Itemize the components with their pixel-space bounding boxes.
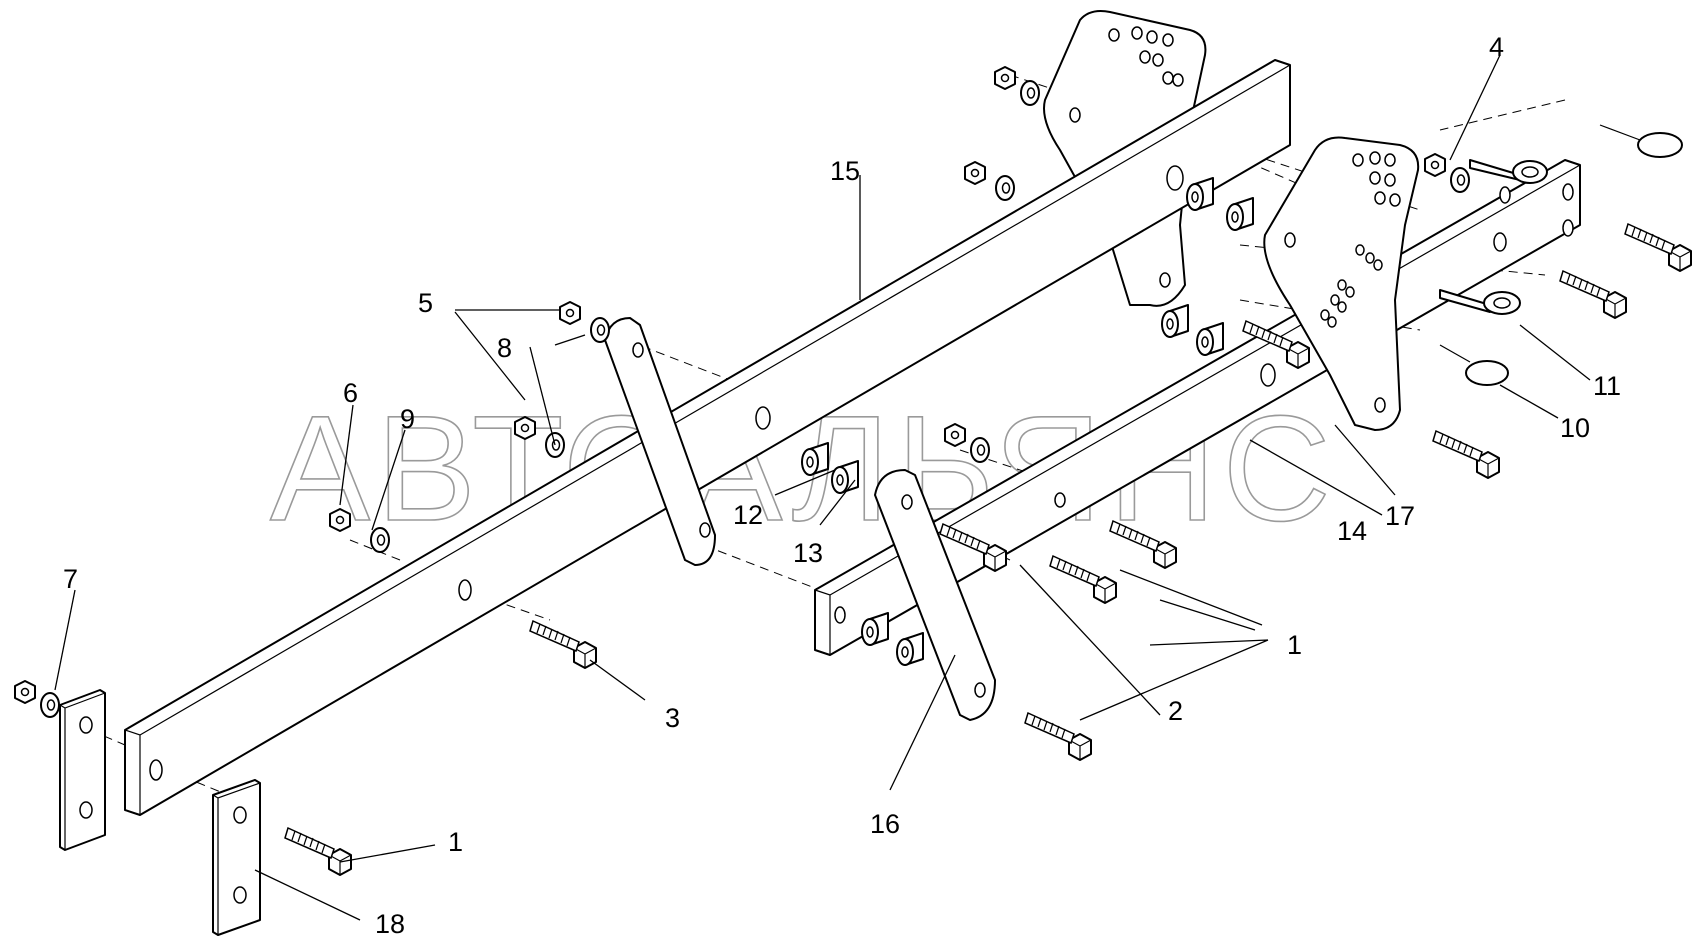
label-part-13: 13 xyxy=(793,538,823,568)
hex-nut-icon xyxy=(944,423,966,447)
washer-icon xyxy=(370,527,390,553)
hex-bolt-icon xyxy=(1559,270,1627,319)
lynch-pin-upper xyxy=(1469,124,1683,184)
label-part-16: 16 xyxy=(870,809,900,839)
label-part-8: 8 xyxy=(497,333,512,363)
end-plate-18 xyxy=(212,779,261,936)
hex-nut-icon xyxy=(1424,153,1446,177)
label-part-1-right: 1 xyxy=(1287,630,1302,660)
bushing-icon xyxy=(1226,197,1254,231)
washer-icon xyxy=(1450,167,1470,193)
hex-nut-icon xyxy=(14,680,36,704)
washer-icon xyxy=(590,317,610,343)
hex-nut-icon xyxy=(559,301,581,325)
leader-lines xyxy=(54,54,1591,921)
hex-nut-icon xyxy=(514,416,536,440)
main-beam-15 xyxy=(124,59,1291,816)
bushing-icon xyxy=(1161,304,1189,338)
bushing-icon xyxy=(1196,322,1224,356)
label-part-7: 7 xyxy=(63,564,78,594)
label-part-10: 10 xyxy=(1560,413,1590,443)
washer-icon xyxy=(995,175,1015,201)
lynch-pin-lower xyxy=(1439,289,1521,386)
plate-hole-patterns xyxy=(1069,26,1401,413)
label-part-17: 17 xyxy=(1385,501,1415,531)
label-part-2: 2 xyxy=(1168,696,1183,726)
end-plate-7 xyxy=(59,689,106,851)
hex-nut-icon xyxy=(994,66,1016,90)
part-labels: 5 8 6 9 7 15 4 3 1 2 11 10 17 14 12 13 1… xyxy=(63,32,1621,939)
hex-bolt-icon xyxy=(284,827,352,876)
hex-bolt-icon xyxy=(1432,430,1500,479)
hex-nut-icon xyxy=(329,508,351,532)
label-part-9: 9 xyxy=(400,404,415,434)
label-part-1-left: 1 xyxy=(448,827,463,857)
label-part-4: 4 xyxy=(1489,32,1504,62)
upright-plate-16 xyxy=(874,469,996,721)
hex-bolt-icon xyxy=(529,620,597,669)
label-part-5: 5 xyxy=(418,288,433,318)
label-part-18: 18 xyxy=(375,909,405,939)
label-part-15: 15 xyxy=(830,156,860,186)
bushing-icon xyxy=(896,632,924,666)
hex-bolt-icon xyxy=(1624,223,1692,272)
hex-nut-icon xyxy=(964,161,986,185)
label-part-11: 11 xyxy=(1593,371,1621,401)
middle-plate xyxy=(604,317,716,566)
washer-icon xyxy=(970,437,990,463)
label-part-6: 6 xyxy=(343,378,358,408)
washer-icon xyxy=(1020,80,1040,106)
washer-icon xyxy=(40,692,60,718)
hex-bolt-icon xyxy=(1049,555,1117,604)
label-part-14: 14 xyxy=(1337,516,1367,546)
label-part-12: 12 xyxy=(733,500,763,530)
label-part-3: 3 xyxy=(665,703,680,733)
